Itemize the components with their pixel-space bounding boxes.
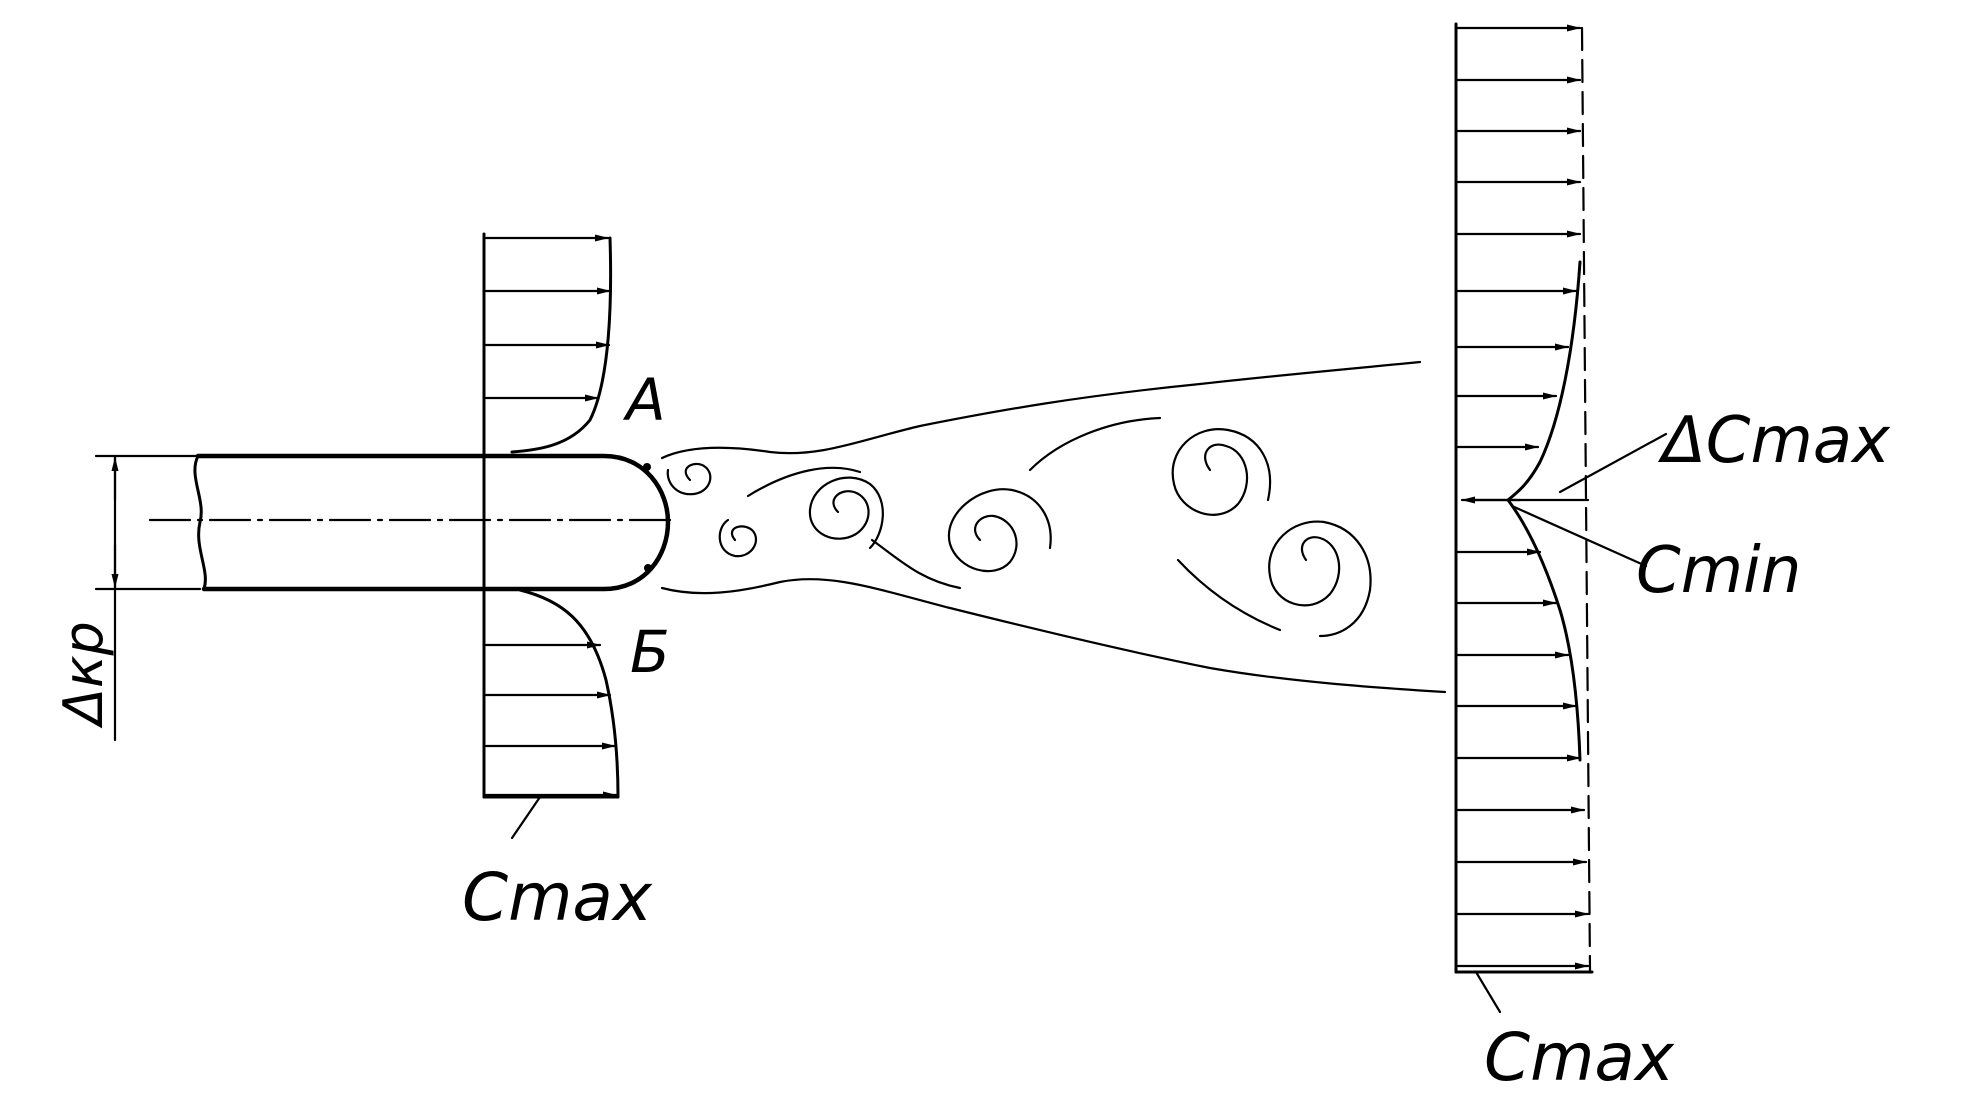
point-a-label: А [622, 366, 666, 434]
inlet-velocity-arrows [484, 234, 618, 799]
delta-cmax-label: ΔCmax [1657, 404, 1891, 478]
delta-kp-label: Δкр [52, 621, 115, 729]
wake-vortices [666, 416, 1372, 638]
point-a-marker [643, 463, 651, 471]
inlet-profile-lower-curve [518, 588, 620, 799]
leader-lines [510, 432, 1668, 1014]
outlet-profile-deficit-curve [1506, 260, 1582, 762]
cmax-left-label: Cmax [462, 859, 653, 936]
blade-body [148, 453, 672, 592]
outlet-velocity-profile [1454, 22, 1594, 974]
cmax-right-label: Cmax [1484, 1019, 1675, 1096]
point-b-marker [644, 564, 652, 572]
trailing-edge-dimension [94, 454, 202, 742]
wake-region [660, 360, 1447, 694]
cmin-label: Cmin [1636, 534, 1801, 608]
inlet-velocity-profile [482, 232, 620, 799]
outlet-velocity-arrows [1456, 24, 1590, 970]
point-b-label: Б [630, 618, 670, 686]
